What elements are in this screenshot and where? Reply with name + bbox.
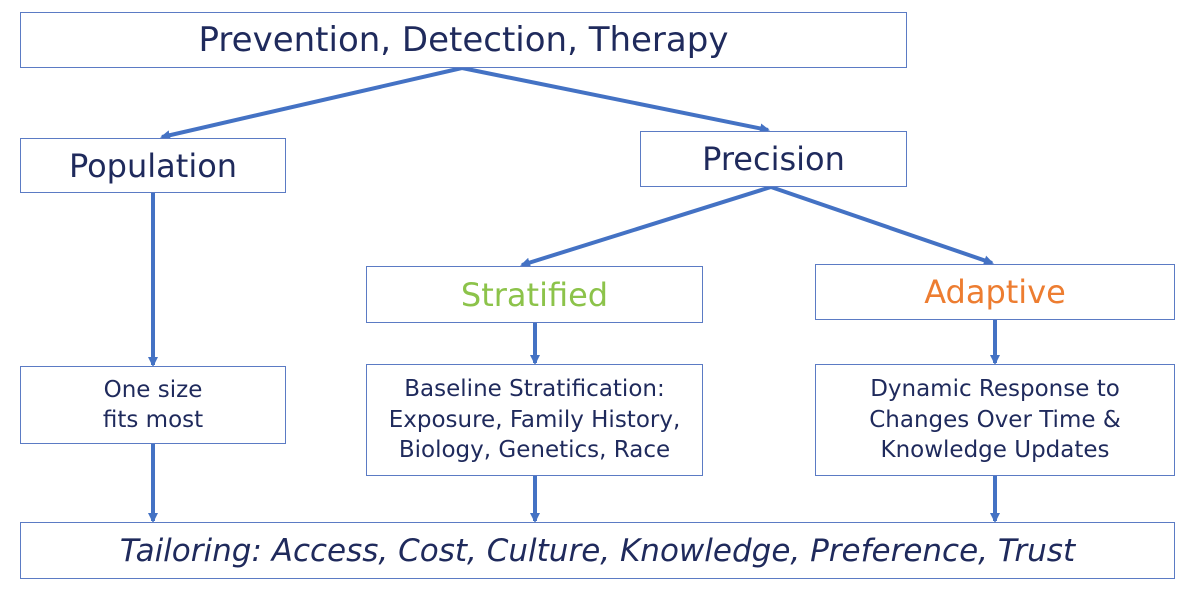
arrow-top-to-population (160, 66, 463, 141)
node-label: Precision (702, 140, 845, 178)
node-dynamic-response: Dynamic Response to Changes Over Time & … (815, 364, 1175, 476)
node-precision: Precision (640, 131, 907, 187)
node-prevention-detection-therapy: Prevention, Detection, Therapy (20, 12, 907, 68)
arrow-top-to-precision (461, 66, 770, 134)
arrow-precision-to-adaptive (770, 185, 994, 266)
node-label: Baseline Stratification: Exposure, Famil… (388, 376, 681, 464)
node-one-size-fits-most: One size fits most (20, 366, 286, 444)
node-label: Adaptive (924, 273, 1066, 311)
node-label: Prevention, Detection, Therapy (198, 20, 729, 60)
node-stratified: Stratified (366, 266, 703, 323)
node-label: One size fits most (102, 376, 204, 433)
node-baseline-stratification: Baseline Stratification: Exposure, Famil… (366, 364, 703, 476)
node-adaptive: Adaptive (815, 264, 1175, 320)
node-label: Tailoring: Access, Cost, Culture, Knowle… (119, 532, 1076, 569)
node-label: Dynamic Response to Changes Over Time & … (869, 376, 1121, 464)
node-label: Population (68, 146, 238, 185)
node-label: Stratified (460, 275, 609, 314)
node-tailoring: Tailoring: Access, Cost, Culture, Knowle… (20, 522, 1175, 579)
arrow-precision-to-stratified (520, 185, 772, 268)
node-population: Population (20, 138, 286, 193)
